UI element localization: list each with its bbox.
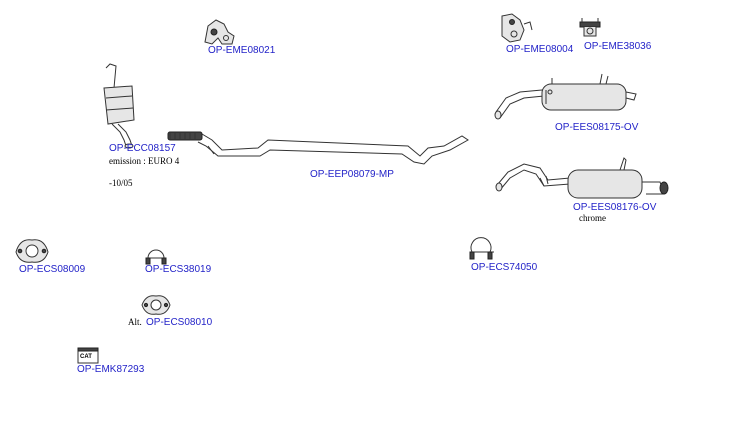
part-link-ees08175[interactable]: OP-EES08175-OV [555, 122, 639, 133]
emission-note: emission : EURO 4 [109, 156, 180, 166]
kit-box-label: CAT [80, 354, 92, 360]
middle-pipe-icon[interactable] [167, 131, 469, 165]
part-link-eep08079[interactable]: OP-EEP08079-MP [310, 169, 394, 180]
alt-note: Alt. [128, 317, 142, 327]
chrome-note: chrome [579, 213, 606, 223]
part-link-eme08004[interactable]: OP-EME08004 [506, 44, 574, 55]
part-link-ees08176[interactable]: OP-EES08176-OV [573, 202, 657, 213]
rear-silencer-chrome-icon[interactable] [495, 157, 669, 199]
flange-gasket-icon[interactable] [15, 239, 49, 263]
part-link-emk87293[interactable]: OP-EMK87293 [77, 364, 145, 375]
u-bolt-clamp-icon[interactable] [469, 237, 494, 260]
oval-gasket-icon[interactable] [141, 295, 171, 315]
part-link-ecs74050[interactable]: OP-ECS74050 [471, 262, 538, 273]
pipe-clamp-icon[interactable] [145, 249, 167, 265]
rear-silencer-icon[interactable] [494, 73, 637, 120]
bracket-mount-icon[interactable] [579, 18, 601, 37]
part-link-ecs08009[interactable]: OP-ECS08009 [19, 264, 86, 275]
rubber-hanger-icon[interactable] [501, 13, 533, 43]
mounting-kit-icon[interactable] [77, 347, 99, 364]
date-note: -10/05 [109, 178, 133, 188]
rubber-mount-icon[interactable] [204, 19, 235, 45]
part-link-eme38036[interactable]: OP-EME38036 [584, 41, 652, 52]
part-link-ecs38019[interactable]: OP-ECS38019 [145, 264, 212, 275]
part-link-ecs08010[interactable]: OP-ECS08010 [146, 317, 213, 328]
part-link-ecc08157[interactable]: OP-ECC08157 [109, 143, 176, 154]
part-link-eme08021[interactable]: OP-EME08021 [208, 45, 276, 56]
catalytic-converter-icon[interactable] [103, 63, 135, 149]
